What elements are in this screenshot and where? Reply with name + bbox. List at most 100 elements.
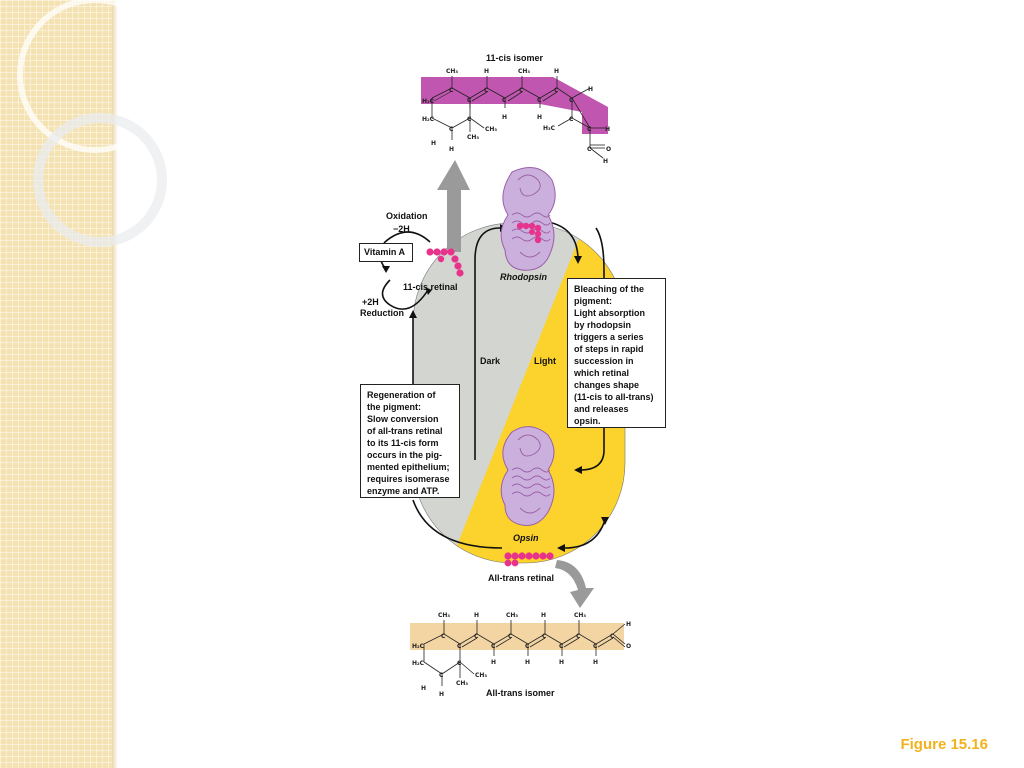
- atom-label: O: [626, 643, 631, 650]
- box-line: triggers a series: [574, 332, 644, 342]
- atom-label: H₂C: [422, 98, 435, 105]
- box-line: opsin.: [574, 416, 601, 426]
- reduction-label: Reduction: [360, 308, 404, 318]
- atom-label: C: [449, 126, 454, 133]
- atom-label: H: [474, 612, 479, 619]
- atom-label: H: [439, 691, 444, 698]
- atom-label: H: [449, 146, 454, 153]
- atom-label: CH₃: [475, 672, 487, 679]
- box-line: (11-cis to all-trans): [574, 392, 654, 402]
- rhodopsin-protein: [500, 167, 556, 271]
- atom-label: H: [502, 114, 507, 121]
- atom-label: C: [559, 643, 564, 650]
- opsin-release-arrow: [564, 519, 606, 549]
- atom-label: C: [441, 633, 446, 640]
- cis-isomer-title: 11-cis isomer: [486, 53, 544, 63]
- regen-outer-arrow: [412, 499, 503, 549]
- box-line: of steps in rapid: [574, 344, 644, 354]
- atom-label: H₃C: [543, 125, 556, 132]
- box-line: occurs in the pig-: [367, 450, 443, 460]
- atom-label: C: [569, 116, 574, 123]
- atom-label: CH₃: [446, 68, 458, 75]
- box-line: which retinal: [574, 368, 630, 378]
- atom-label: C: [457, 660, 462, 667]
- atom-label: C: [508, 633, 513, 640]
- cycle-arrow-icon: [574, 256, 582, 264]
- atom-label: C: [519, 87, 524, 94]
- figure-label: Figure 15.16: [900, 736, 988, 753]
- regen-inner-arrow: [474, 227, 501, 460]
- atom-label: C: [467, 116, 472, 123]
- box-line: Light absorption: [574, 308, 645, 318]
- atom-label: CH₃: [485, 126, 497, 133]
- atom-label: C: [502, 97, 507, 104]
- atom-label: O: [606, 146, 611, 153]
- atom-label: H: [626, 621, 631, 628]
- box-line: and releases: [574, 404, 629, 414]
- cis-isomer-bonds: [431, 76, 605, 159]
- atom-label: C: [484, 87, 489, 94]
- box-line: mented epithelium;: [367, 462, 450, 472]
- bleaching-box: Bleaching of the pigment: Light absorpti…: [567, 278, 666, 428]
- cis-retinal-beads: [426, 248, 464, 277]
- atom-label: H₂C: [412, 643, 425, 650]
- trans-isomer-title: All-trans isomer: [486, 688, 555, 698]
- atom-label: CH₃: [456, 680, 468, 687]
- atom-label: H: [537, 114, 542, 121]
- cycle-arrow-icon: [557, 544, 565, 552]
- atom-label: H: [588, 86, 593, 93]
- atom-label: H: [421, 685, 426, 692]
- atom-label: C: [525, 643, 530, 650]
- atom-label: H₂C: [422, 116, 435, 123]
- box-line: enzyme and ATP.: [367, 486, 440, 496]
- trans-isomer-atoms: CH₃ H CH₃ H CH₃ C C C C C C C C C C C H …: [412, 612, 631, 698]
- atom-label: CH₃: [574, 612, 586, 619]
- opsin-protein: [500, 426, 555, 526]
- atom-label: C: [439, 672, 444, 679]
- atom-label: H: [525, 659, 530, 666]
- atom-label: H: [605, 126, 610, 133]
- atom-label: C: [491, 643, 496, 650]
- decorative-sidebar: [0, 0, 114, 768]
- atom-label: C: [576, 633, 581, 640]
- atom-label: H: [559, 659, 564, 666]
- atom-label: C: [610, 633, 615, 640]
- atom-label: C: [569, 97, 574, 104]
- isomerize-arrow-icon: [437, 160, 470, 252]
- atom-label: C: [449, 87, 454, 94]
- dark-label: Dark: [480, 356, 501, 366]
- cycle-arrow-icon: [574, 466, 582, 474]
- rhodopsin-out-arrow: [547, 221, 579, 261]
- atom-label: CH₃: [438, 612, 450, 619]
- cycle-arrow-icon: [409, 310, 417, 318]
- reduction-arc: [381, 279, 429, 310]
- box-line: changes shape: [574, 380, 640, 390]
- arrowheads: [382, 224, 609, 552]
- vitamin-a-box: Vitamin A: [359, 243, 413, 262]
- box-line: by rhodopsin: [574, 320, 631, 330]
- cycle-arrow-icon: [601, 517, 609, 525]
- box-line: pigment:: [574, 296, 612, 306]
- sidebar-edge: [112, 0, 118, 768]
- atom-label: CH₃: [506, 612, 518, 619]
- box-line: to its 11-cis form: [367, 438, 439, 448]
- cycle-arrow-icon: [382, 266, 390, 273]
- atom-label: H: [603, 158, 608, 165]
- atom-label: C: [554, 87, 559, 94]
- light-label: Light: [534, 356, 556, 366]
- atom-label: C: [587, 146, 592, 153]
- cycle-arrow-icon: [425, 287, 432, 295]
- trans-retinal-beads: [504, 552, 554, 567]
- box-line: requires isomerase: [367, 474, 450, 484]
- box-line: Bleaching of the: [574, 284, 645, 294]
- box-line: Regeneration of: [367, 390, 436, 400]
- box-line: Slow conversion: [367, 414, 439, 424]
- atom-label: CH₃: [518, 68, 530, 75]
- all-trans-retinal-label: All-trans retinal: [488, 573, 555, 583]
- trans-isomer-band: [410, 623, 624, 650]
- atom-label: H₂C: [412, 660, 425, 667]
- box-line: of all-trans retinal: [367, 426, 443, 436]
- atom-label: C: [542, 633, 547, 640]
- regeneration-box: Regeneration of the pigment: Slow conver…: [360, 384, 460, 498]
